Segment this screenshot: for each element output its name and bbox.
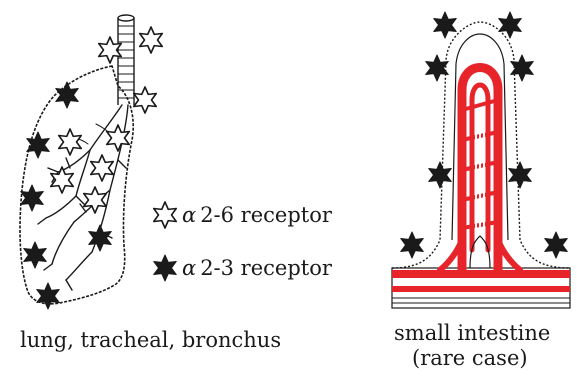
caption-lung: lung, tracheal, bronchus: [20, 328, 281, 352]
lung-diagram: [20, 15, 162, 309]
caption-intestine: small intestine: [394, 321, 550, 345]
open-star-icon: [59, 129, 82, 155]
filled-star-icon: [429, 162, 452, 188]
open-star-icon: [107, 125, 130, 151]
filled-star-icon: [89, 225, 112, 251]
filled-star-icon: [21, 185, 44, 211]
trachea: [118, 15, 134, 105]
caption-intestine-note: (rare case): [412, 346, 528, 370]
open-star-icon: [134, 87, 157, 113]
intestine-diagram: [392, 12, 570, 308]
lung-open-stars: [51, 27, 163, 213]
villus-lacteal: [476, 120, 484, 262]
open-star-icon: [154, 202, 177, 228]
filled-star-icon: [426, 55, 449, 81]
filled-star-icon: [37, 283, 60, 309]
intestine-base: [392, 268, 570, 308]
filled-star-icon: [27, 132, 50, 158]
filled-star-icon: [509, 162, 532, 188]
filled-star-icon: [545, 232, 568, 258]
open-star-icon: [84, 187, 107, 213]
filled-star-icon: [24, 242, 47, 268]
filled-star-icon: [401, 232, 424, 258]
open-star-icon: [140, 27, 163, 53]
filled-star-icon: [154, 255, 177, 281]
filled-star-icon: [434, 12, 457, 38]
open-star-icon: [91, 155, 114, 181]
filled-star-icon: [56, 82, 79, 108]
filled-star-icon: [499, 12, 522, 38]
